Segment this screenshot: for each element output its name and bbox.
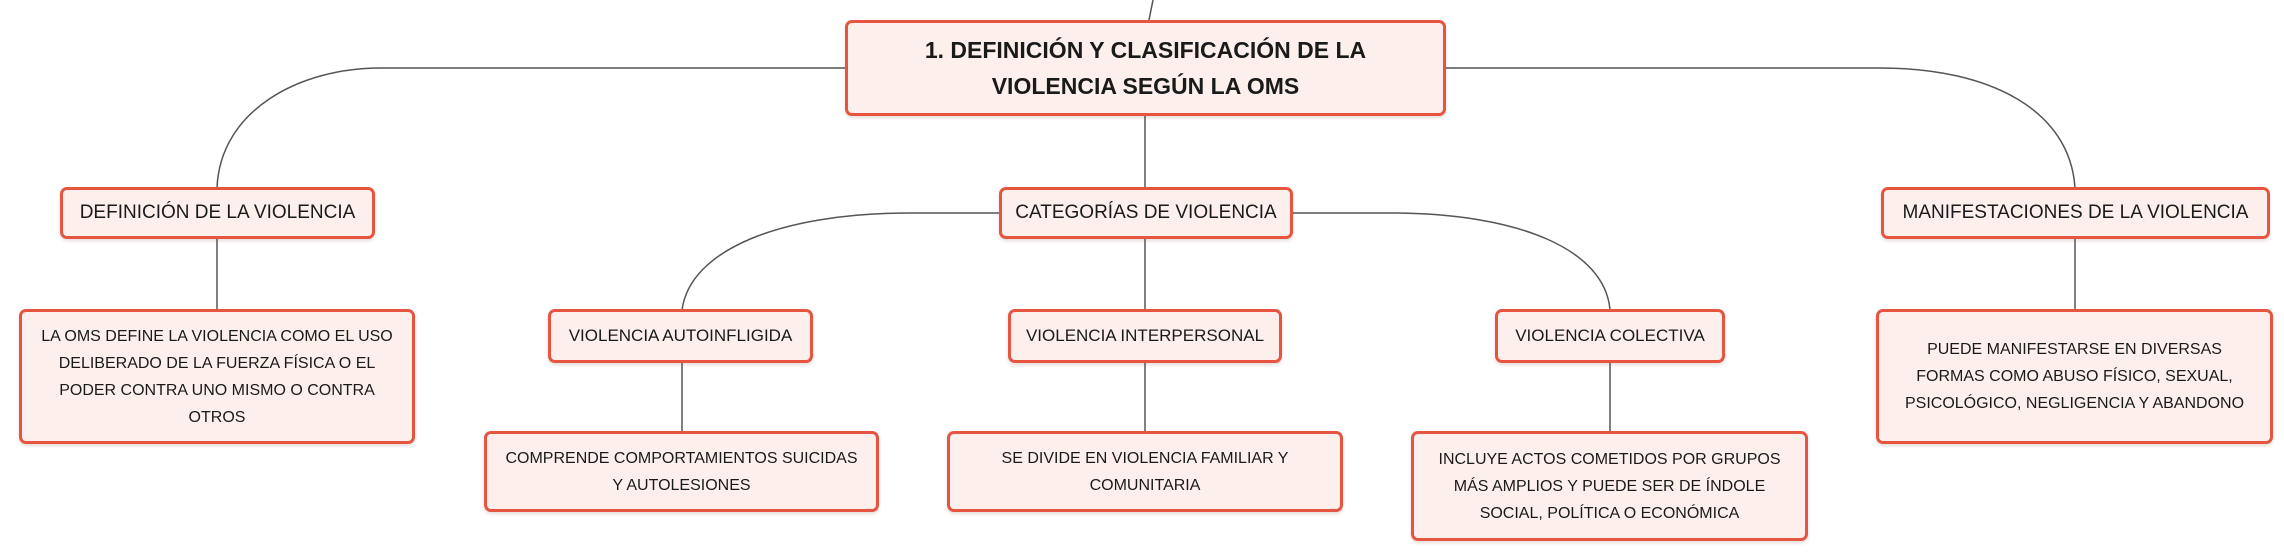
interpersonal-violence-label: VIOLENCIA INTERPERSONAL [1025, 326, 1265, 345]
self-directed-violence-node[interactable]: VIOLENCIA AUTOINFLIGIDA [548, 309, 813, 363]
interpersonal-violence-node[interactable]: VIOLENCIA INTERPERSONAL [1008, 309, 1282, 363]
self-directed-detail-node[interactable]: COMPRENDE COMPORTAMIENTOS SUICIDAS Y AUT… [484, 431, 879, 512]
root-node[interactable]: 1. DEFINICIÓN Y CLASIFICACIÓN DE LA VIOL… [845, 20, 1446, 116]
manifestations-label: MANIFESTACIONES DE LA VIOLENCIA [1902, 202, 2249, 223]
manifestations-detail-node[interactable]: PUEDE MANIFESTARSE EN DIVERSAS FORMAS CO… [1876, 309, 2273, 444]
definition-detail-node[interactable]: LA OMS DEFINE LA VIOLENCIA COMO EL USO D… [19, 309, 415, 444]
manifestations-detail-text: PUEDE MANIFESTARSE EN DIVERSAS FORMAS CO… [1904, 341, 2245, 412]
collective-violence-node[interactable]: VIOLENCIA COLECTIVA [1495, 309, 1725, 363]
definition-detail-text: LA OMS DEFINE LA VIOLENCIA COMO EL USO D… [41, 327, 393, 426]
definition-node[interactable]: DEFINICIÓN DE LA VIOLENCIA [60, 187, 375, 239]
manifestations-node[interactable]: MANIFESTACIONES DE LA VIOLENCIA [1881, 187, 2270, 239]
connector-categories-collective [1292, 212, 1611, 311]
self-directed-violence-label: VIOLENCIA AUTOINFLIGIDA [568, 326, 793, 345]
connector-root-definition [216, 67, 845, 189]
connector-categories-self [681, 212, 1000, 311]
collective-violence-label: VIOLENCIA COLECTIVA [1515, 326, 1705, 345]
definition-label: DEFINICIÓN DE LA VIOLENCIA [79, 202, 356, 223]
root-title: 1. DEFINICIÓN Y CLASIFICACIÓN DE LA VIOL… [924, 37, 1367, 99]
interpersonal-detail-node[interactable]: SE DIVIDE EN VIOLENCIA FAMILIAR Y COMUNI… [947, 431, 1343, 512]
categories-node[interactable]: CATEGORÍAS DE VIOLENCIA [999, 187, 1293, 239]
self-directed-detail-text: COMPRENDE COMPORTAMIENTOS SUICIDAS Y AUT… [505, 449, 858, 494]
collective-detail-text: INCLUYE ACTOS COMETIDOS POR GRUPOS MÁS A… [1438, 450, 1781, 522]
connector-root-incoming [1148, 0, 1154, 21]
connector-root-manifestations [1445, 67, 2076, 189]
interpersonal-detail-text: SE DIVIDE EN VIOLENCIA FAMILIAR Y COMUNI… [1001, 449, 1289, 494]
categories-label: CATEGORÍAS DE VIOLENCIA [1015, 202, 1277, 223]
collective-detail-node[interactable]: INCLUYE ACTOS COMETIDOS POR GRUPOS MÁS A… [1411, 431, 1808, 541]
